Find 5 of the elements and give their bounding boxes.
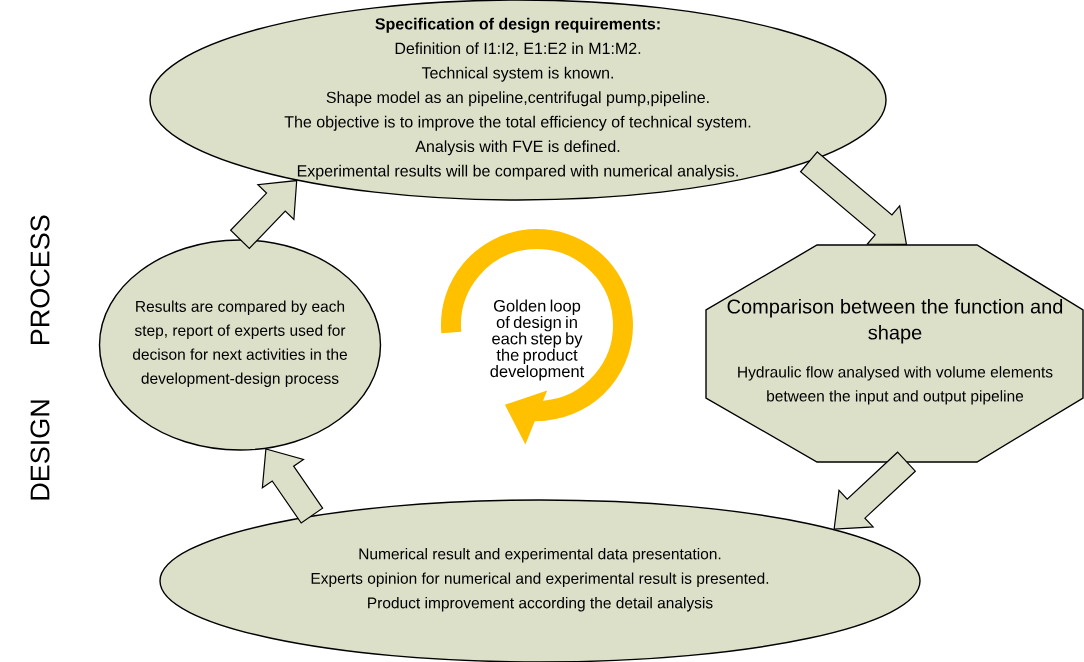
side-title: DESIGN PROCESS xyxy=(30,215,50,500)
block-arrow xyxy=(799,151,908,245)
loop-text: Golden loop of design in each step by the product development xyxy=(490,299,585,381)
comparison-octagon: Comparison between the function and shape Hydraulic flow analysed with volume elements between the input and output pipeline xyxy=(705,244,1084,463)
block-arrow xyxy=(261,448,324,524)
